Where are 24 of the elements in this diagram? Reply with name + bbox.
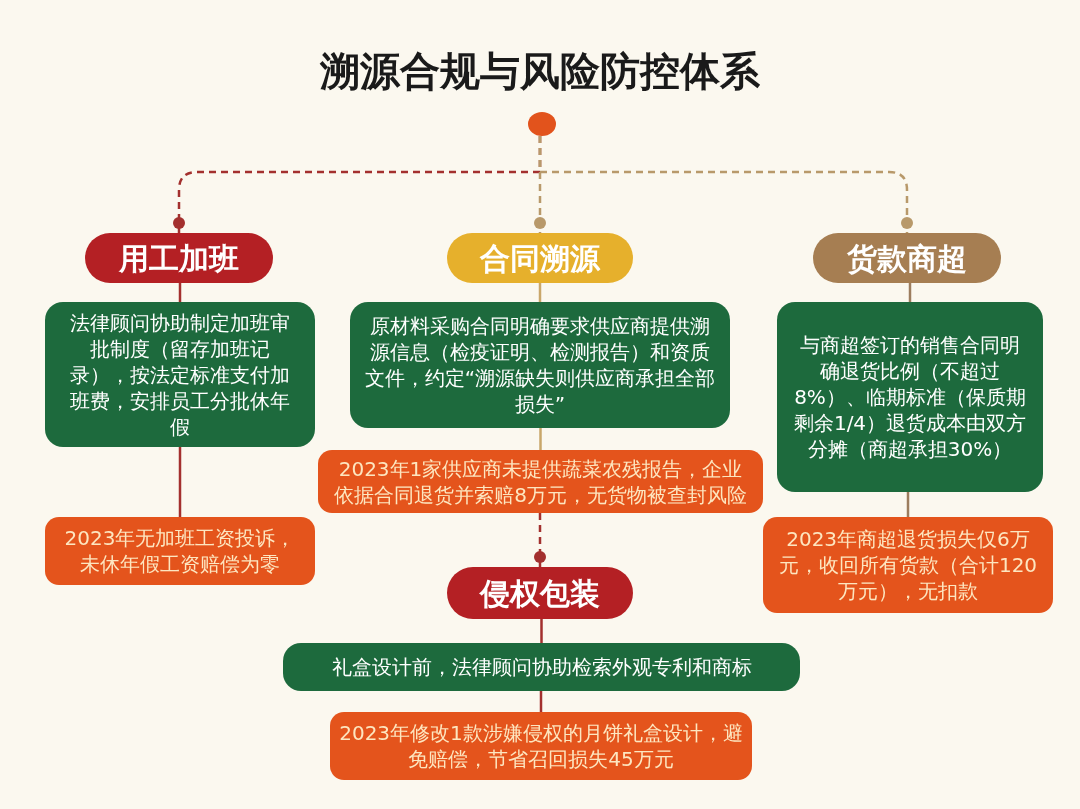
measure-box: 原材料采购合同明确要求供应商提供溯源信息（检疫证明、检测报告）和资质文件，约定“溯源缺失则供应商承担全部损失”: [350, 302, 730, 428]
result-box: 2023年商超退货损失仅6万元，收回所有货款（合计120万元），无扣款: [763, 517, 1053, 613]
measure-box: 法律顾问协助制定加班审批制度（留存加班记录），按法定标准支付加班费，安排员工分批休年假: [45, 302, 315, 447]
result-box: 2023年无加班工资投诉，未休年假工资赔偿为零: [45, 517, 315, 585]
category-pill: 合同溯源: [447, 233, 633, 283]
connector-line: [178, 447, 182, 517]
connector-line: [538, 283, 542, 302]
result-box: 2023年1家供应商未提供蔬菜农残报告，企业依据合同退货并索赔8万元，无货物被查封风险: [318, 450, 763, 513]
connector-line: [539, 428, 542, 450]
connector-line: [539, 691, 543, 712]
measure-box: 礼盒设计前，法律顾问协助检索外观专利和商标: [283, 643, 800, 691]
connector-line: [908, 283, 912, 302]
connector-line: [178, 283, 182, 302]
measure-box: 与商超签订的销售合同明确退货比例（不超过8%）、临期标准（保质期剩余1/4）退货成本由双方分摊（商超承担30%）: [777, 302, 1043, 492]
dashed-connector: [538, 136, 913, 233]
connector-line: [540, 619, 543, 643]
result-box: 2023年修改1款涉嫌侵权的月饼礼盒设计，避免赔偿，节省召回损失45万元: [330, 712, 752, 780]
junction-dot: [528, 112, 556, 136]
category-pill: 用工加班: [85, 233, 273, 283]
connector-line: [906, 492, 910, 517]
category-pill: 侵权包装: [447, 567, 633, 619]
category-pill: 货款商超: [813, 233, 1001, 283]
dashed-connector: [534, 513, 546, 567]
title: 溯源合规与风险防控体系: [319, 47, 761, 96]
